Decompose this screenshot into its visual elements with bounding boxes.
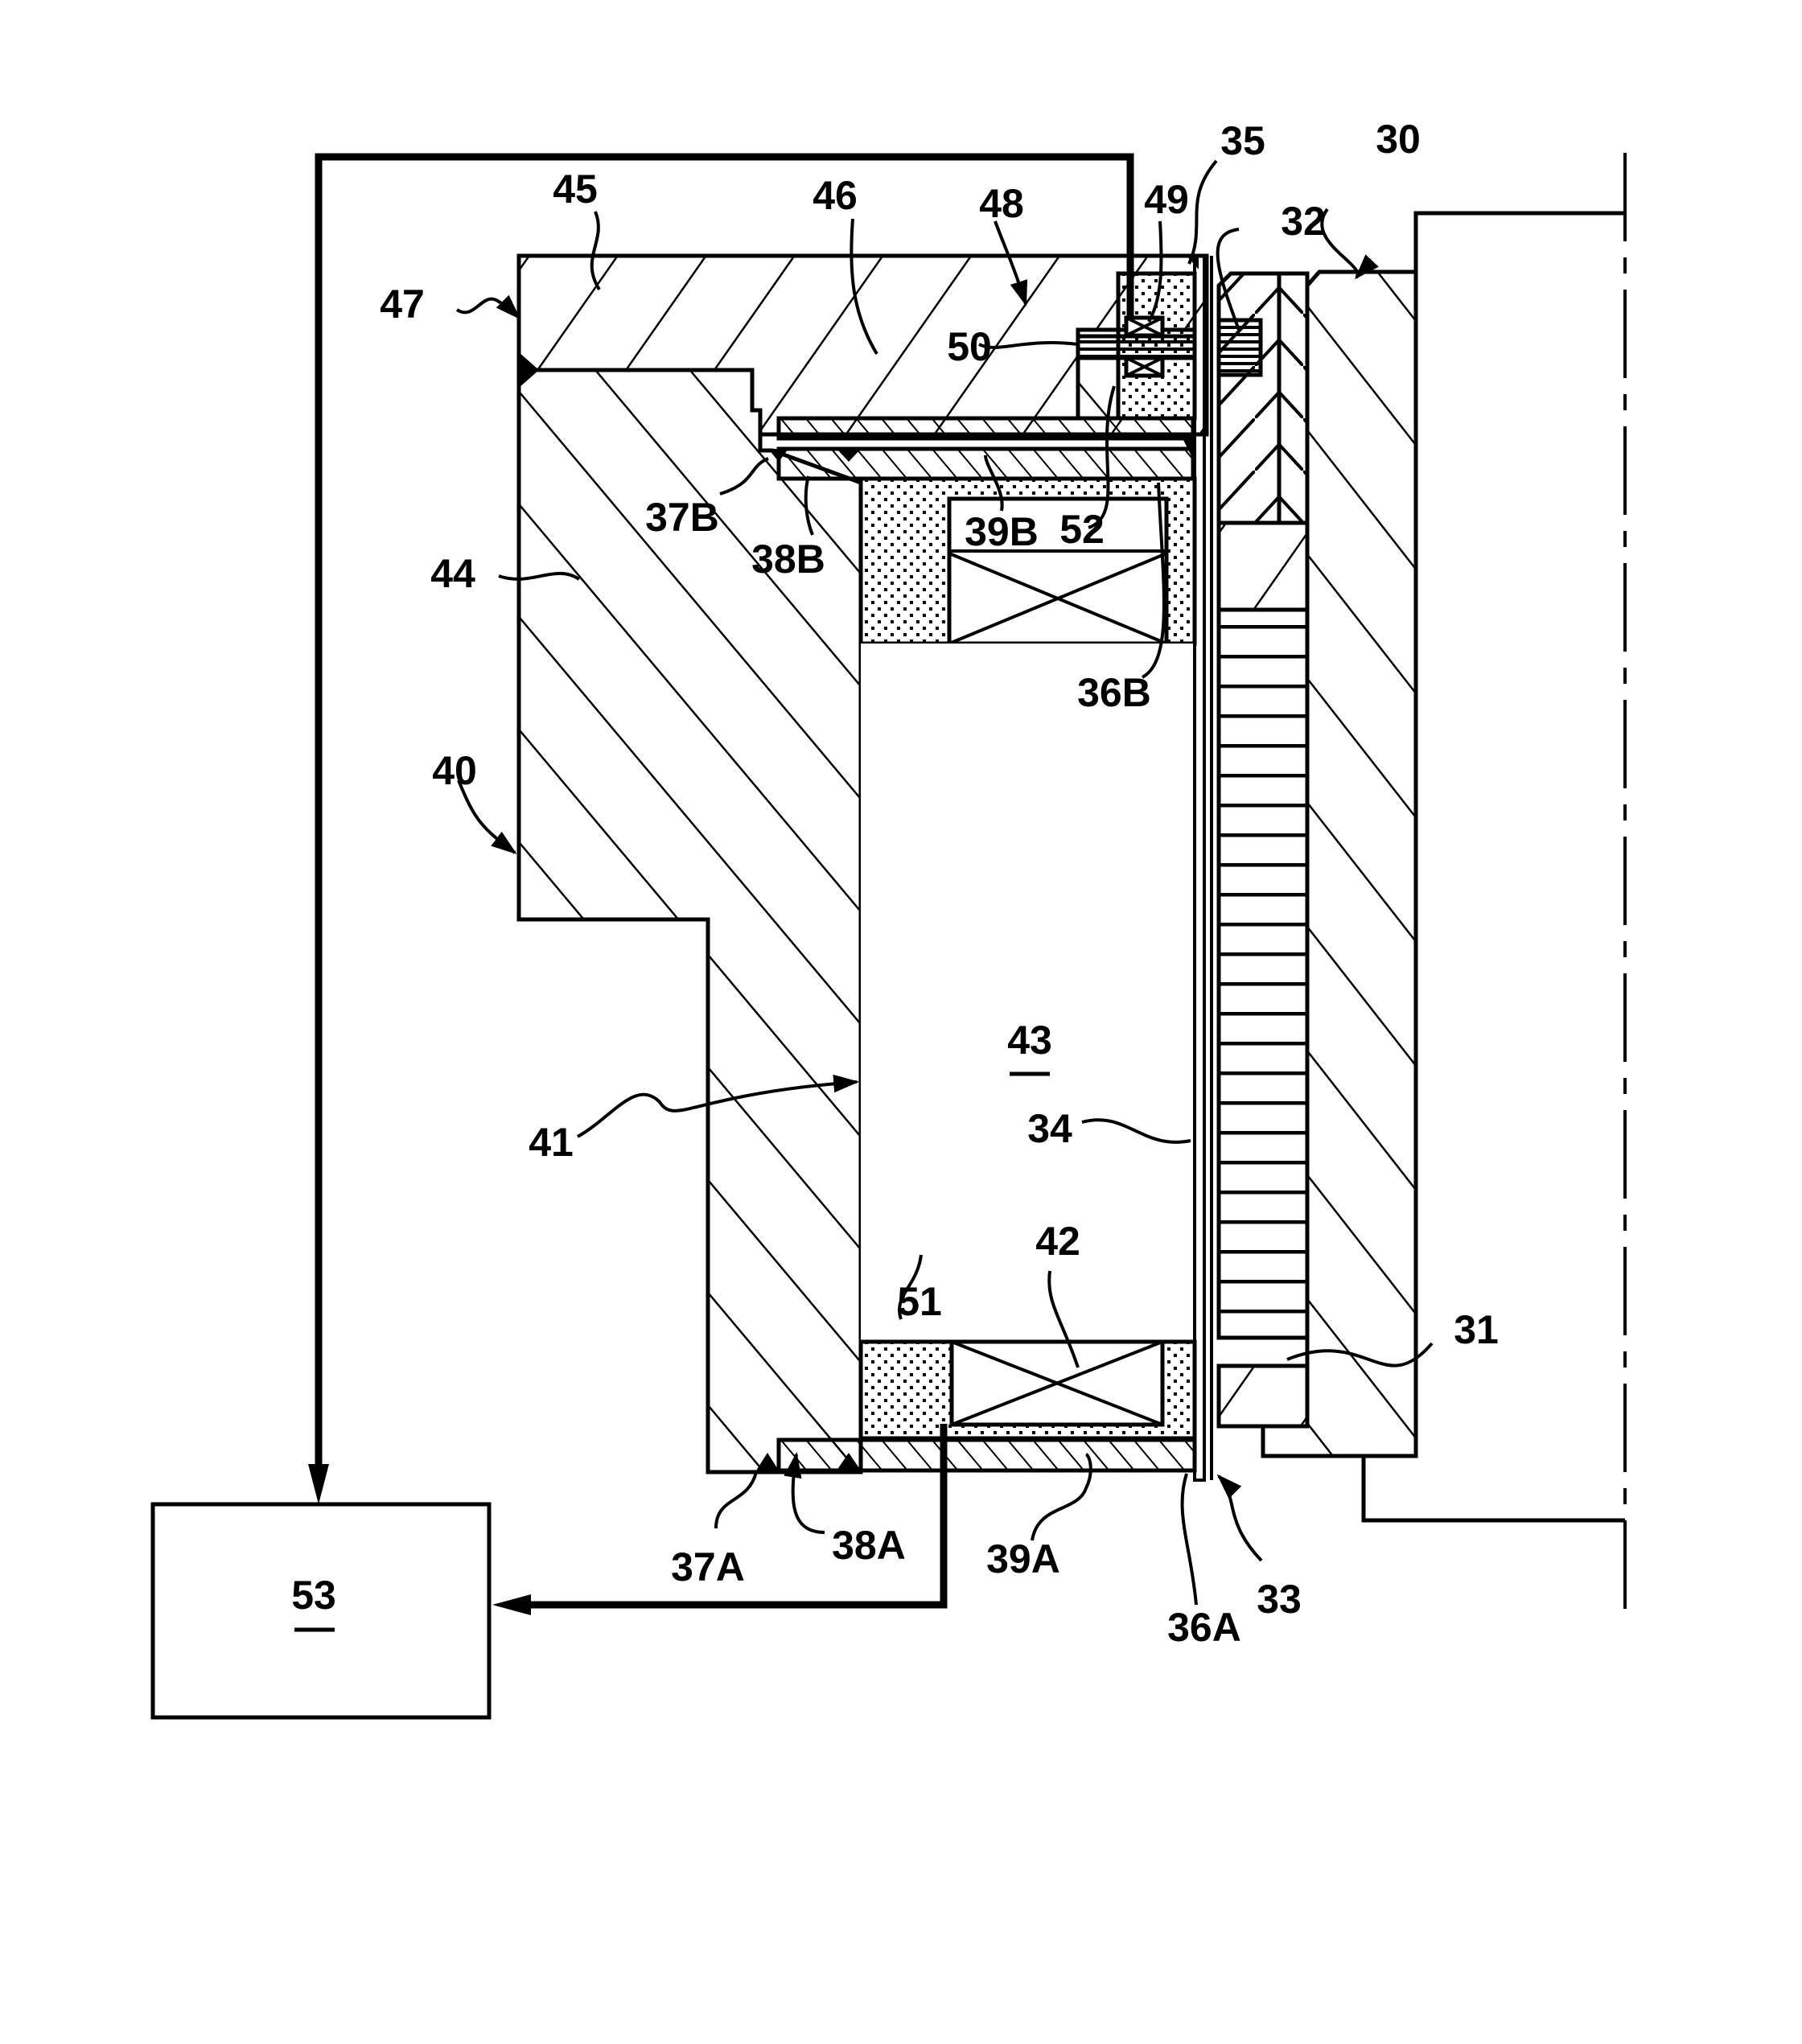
lamination-50 xyxy=(1076,334,1197,360)
weld-47-icon xyxy=(519,352,539,388)
coil-49-x4 xyxy=(1125,356,1163,377)
leader-47 xyxy=(455,294,521,320)
leader-39B xyxy=(984,454,1004,512)
weld-36B-icon xyxy=(1183,438,1195,463)
leader-41 xyxy=(577,1074,860,1138)
leader-lines xyxy=(455,159,1434,1606)
label-44: 44 xyxy=(430,551,475,596)
label-36B: 36B xyxy=(1077,670,1151,715)
leader-30 xyxy=(1320,208,1379,280)
weld-37B-icon xyxy=(768,449,788,462)
leader-49 xyxy=(1147,220,1163,323)
control-unit-53: 53 xyxy=(150,1502,492,1720)
label-32: 32 xyxy=(1281,199,1326,244)
label-33: 33 xyxy=(1257,1577,1302,1622)
control-unit-box xyxy=(150,1502,492,1720)
shaft-30 xyxy=(1261,153,1627,1609)
label-48: 48 xyxy=(979,181,1024,226)
label-41: 41 xyxy=(529,1120,574,1165)
leader-37B xyxy=(719,457,769,496)
leader-39A xyxy=(1031,1453,1092,1541)
label-45: 45 xyxy=(553,167,598,212)
label-43: 43 xyxy=(1007,1018,1052,1063)
sleeve-46 xyxy=(776,416,1195,441)
label-49: 49 xyxy=(1144,177,1189,222)
rotor-stack xyxy=(1216,271,1310,1429)
leader-33 xyxy=(1216,1474,1263,1562)
label-42: 42 xyxy=(1035,1219,1080,1264)
leader-40 xyxy=(457,779,517,854)
rotor-ring-left xyxy=(1216,271,1282,525)
label-46: 46 xyxy=(813,173,858,218)
housing-outline-bottom xyxy=(1361,1456,1625,1523)
leader-35 xyxy=(1187,159,1218,265)
label-53: 53 xyxy=(291,1573,336,1618)
leader-34 xyxy=(1081,1118,1191,1144)
coil-42B-box xyxy=(947,496,1169,646)
leader-38A xyxy=(784,1451,825,1534)
lamination-stack-31 xyxy=(1216,607,1310,1340)
can-34-wall xyxy=(1193,254,1206,1482)
rotor-spacer-upper xyxy=(1216,520,1310,612)
leader-48 xyxy=(994,220,1028,307)
weld-37A-icon xyxy=(756,1453,779,1470)
lower-coil-assembly xyxy=(756,1339,1197,1473)
label-31: 31 xyxy=(1454,1307,1499,1352)
label-30: 30 xyxy=(1376,117,1421,162)
upper-signal-wire xyxy=(315,153,1134,1472)
label-34: 34 xyxy=(1027,1106,1072,1151)
leader-31 xyxy=(1286,1342,1434,1367)
leader-51 xyxy=(898,1254,923,1320)
label-37A: 37A xyxy=(671,1544,745,1590)
reference-labels: 30 31 32 33 34 35 36A 36B 37A 37B 38A 38… xyxy=(380,117,1499,1650)
leader-50 xyxy=(978,341,1079,349)
coil-42-x2 xyxy=(951,1340,1163,1426)
leader-32 xyxy=(1216,228,1240,331)
signal-wiring xyxy=(308,153,1134,1615)
label-39B: 39B xyxy=(965,509,1039,554)
arrow-left-icon xyxy=(492,1594,531,1615)
cavity-43-area xyxy=(861,644,1195,1342)
label-37B: 37B xyxy=(645,495,719,540)
sleeve-46-strip xyxy=(776,416,1195,441)
can-34 xyxy=(1193,254,1213,1482)
leader-36B xyxy=(1141,482,1166,679)
leader-52 xyxy=(1088,385,1116,529)
leader-45 xyxy=(590,211,601,291)
rotor-spacer-lower xyxy=(1216,1363,1310,1429)
weld-38A-icon xyxy=(837,1453,861,1470)
label-50: 50 xyxy=(947,324,992,369)
lower-signal-wire xyxy=(531,1424,948,1609)
arrow-down-icon xyxy=(308,1464,329,1504)
leader-42 xyxy=(1047,1270,1080,1368)
coil-x-2 xyxy=(948,552,1167,645)
leader-46 xyxy=(850,218,878,356)
pole-piece xyxy=(1076,356,1121,421)
leader-44 xyxy=(498,571,581,581)
leader-36A xyxy=(1180,1473,1198,1606)
rotor-ring-right xyxy=(1277,271,1310,525)
label-38B: 38B xyxy=(751,537,825,582)
leader-38B xyxy=(804,475,814,536)
weld-38B-icon xyxy=(837,449,861,462)
label-36A: 36A xyxy=(1167,1605,1241,1650)
label-51: 51 xyxy=(897,1279,942,1324)
housing-outline-top xyxy=(1413,211,1625,272)
cavity-43: 43 xyxy=(861,644,1195,1342)
label-39A: 39A xyxy=(986,1536,1060,1581)
label-38A: 38A xyxy=(832,1523,906,1568)
label-40: 40 xyxy=(432,748,477,793)
leader-37A xyxy=(714,1471,758,1529)
sleeve-39B xyxy=(768,438,1195,481)
upper-coil-assembly xyxy=(858,476,1197,646)
label-35: 35 xyxy=(1220,118,1265,163)
shaft-30-section xyxy=(1261,269,1418,1458)
label-52: 52 xyxy=(1059,507,1105,552)
coil-49-x2 xyxy=(1125,316,1163,337)
label-47: 47 xyxy=(380,282,425,327)
